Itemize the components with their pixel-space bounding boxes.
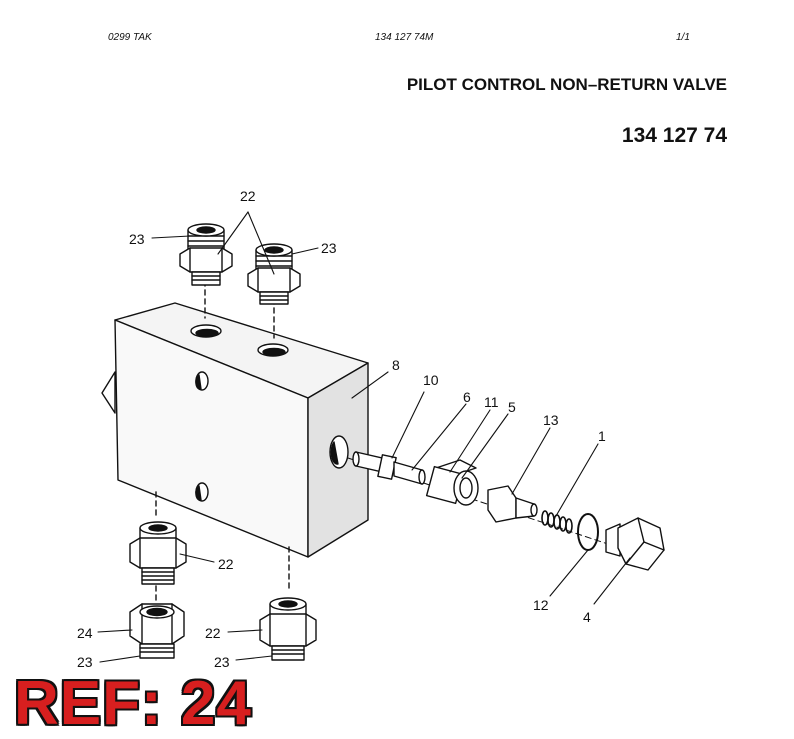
callout-22-bottom: 22 [205,625,221,641]
valve-block [101,280,369,601]
poppet [487,485,538,523]
callout-22-middle: 22 [218,556,234,572]
assembly-axis [347,457,621,549]
callout-23-bottom-left: 23 [77,654,93,670]
header-code: 0299 TAK [108,32,152,43]
callout-11: 11 [484,394,499,410]
page-title: PILOT CONTROL NON–RETURN VALVE [406,75,727,94]
leader-lines [97,211,631,663]
callout-1: 1 [598,428,606,444]
fitting-middle-left [129,521,187,585]
callout-24: 24 [77,625,93,641]
callout-13: 13 [543,412,559,428]
pilot-piston [352,451,426,485]
o-ring [577,513,599,551]
hex-plug [605,517,665,571]
fitting-top-right [247,243,301,305]
callout-6: 6 [463,389,471,405]
callout-23-top-right: 23 [321,240,337,256]
callout-22-top: 22 [240,188,256,204]
fitting-bottom-right [259,597,317,661]
callout-5: 5 [508,399,516,415]
callout-23-bottom-right: 23 [214,654,230,670]
fitting-bottom-left [129,603,185,659]
reference-label: REF: 24 [14,669,252,738]
callout-4: 4 [583,609,591,625]
callout-12: 12 [533,597,549,613]
header-document-number: 134 127 74M [375,32,434,43]
header-page: 1/1 [676,32,690,43]
callout-10: 10 [423,372,439,388]
valve-seat [425,459,479,506]
callout-8: 8 [392,357,400,373]
part-number: 134 127 74 [621,124,727,147]
spring [541,510,573,534]
fitting-top-left [179,223,233,286]
callout-23-top-left: 23 [129,231,145,247]
